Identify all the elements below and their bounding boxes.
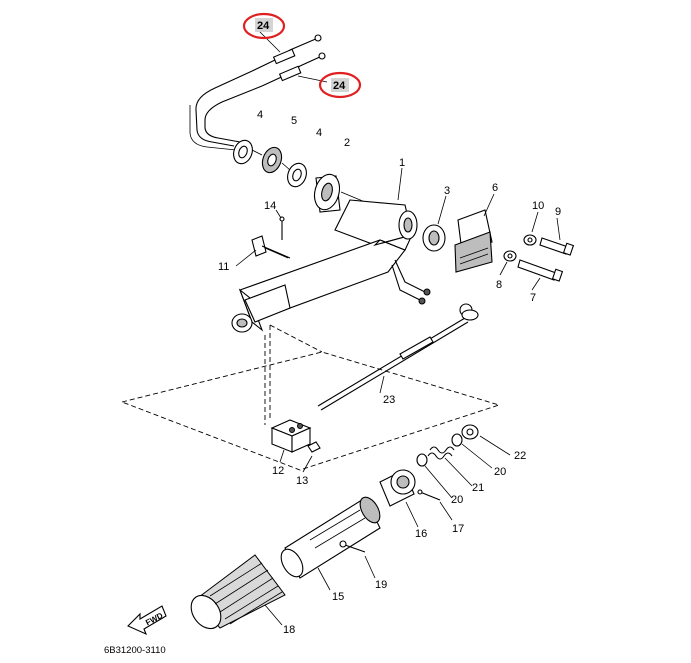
callout-16: 16 [415,528,427,540]
callout-24a: 24 [257,20,270,32]
callout-2: 2 [344,137,350,149]
cover [454,193,495,273]
friction-spring-set [416,424,511,499]
callout-labels: 1 2 3 4 4 5 6 7 8 9 10 11 12 13 14 15 16… [218,12,561,636]
assembly-boundary [121,324,501,471]
callout-4b: 4 [316,127,322,139]
callout-17: 17 [452,523,464,535]
throttle-tube [280,496,381,591]
callout-20b: 20 [494,466,506,478]
callout-11: 11 [218,261,229,273]
callout-21: 21 [472,482,484,494]
callout-7: 7 [530,292,536,304]
throttle-shaft [317,303,479,411]
callout-24b-bg [331,78,349,92]
throttle-cables [189,29,328,151]
callout-5: 5 [291,115,297,127]
callout-15: 15 [332,591,344,603]
diagram-code: 6B31200-3110 [104,645,166,656]
callout-12: 12 [272,465,284,477]
callout-1: 1 [399,157,405,169]
callout-8: 8 [496,279,502,291]
callout-22: 22 [514,450,526,462]
callout-4a: 4 [257,109,263,121]
steering-washers [233,139,307,188]
friction-screw [235,209,291,267]
callout-13: 13 [296,475,308,487]
callout-9: 9 [555,206,561,218]
highlight-ring-24b [318,71,362,99]
callout-6: 6 [492,182,498,194]
callout-10: 10 [532,200,544,212]
callout-23: 23 [383,394,395,406]
callout-19: 19 [375,579,387,591]
highlight-ring-24a [242,12,286,40]
cable-holder [270,419,321,473]
callout-18: 18 [283,624,295,636]
callout-14: 14 [264,200,276,212]
callout-24a-bg [255,18,273,32]
callout-20a: 20 [451,494,463,506]
callout-24b: 24 [333,80,346,92]
throttle-collar [379,469,453,528]
steering-bush [313,173,366,213]
fwd-arrow: FWD [127,605,167,636]
callout-3: 3 [444,185,450,197]
throttle-grip [190,554,286,630]
collar [422,195,447,252]
steering-arm [231,167,431,333]
bolts-and-washers [499,211,575,291]
